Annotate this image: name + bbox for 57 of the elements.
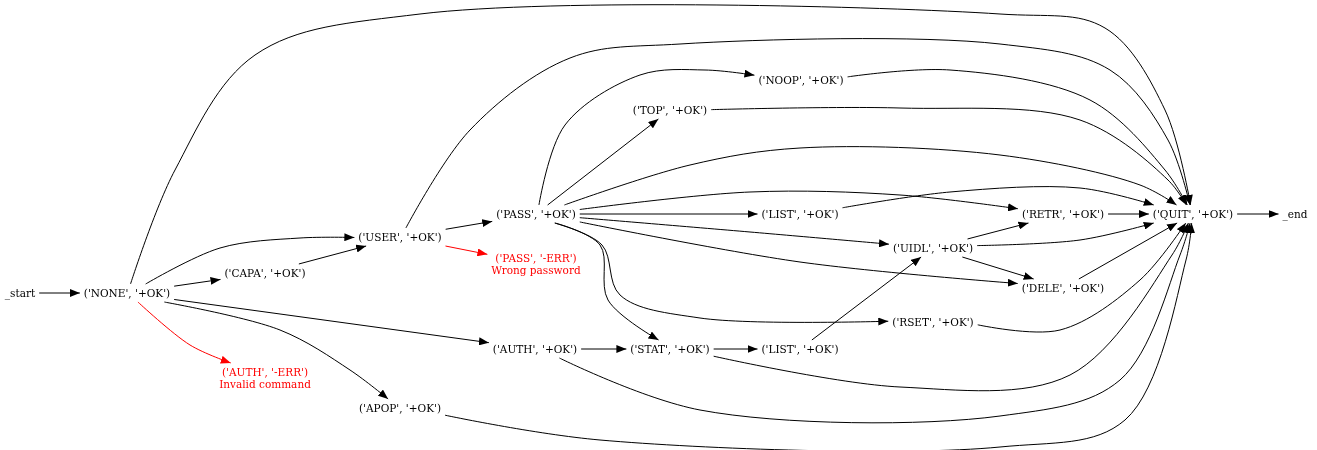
arrow <box>563 146 1177 206</box>
state-label: ('PASS', '+OK') <box>496 207 576 221</box>
arrow <box>547 118 659 206</box>
arrow <box>961 256 1035 280</box>
arrow <box>444 222 1195 450</box>
arrow <box>1107 210 1150 218</box>
arrow <box>173 298 490 346</box>
arrow <box>713 345 758 353</box>
arrow <box>1236 210 1279 218</box>
state-label: ('UIDL', '+OK') <box>892 241 974 255</box>
arrow <box>580 345 627 353</box>
state-label: ('LIST', '+OK') <box>761 207 839 221</box>
state-label: _start <box>4 286 36 300</box>
arrow <box>145 233 355 285</box>
arrow <box>538 69 755 206</box>
state-label: ('CAPA', '+OK') <box>224 266 306 280</box>
error-message: Invalid command <box>219 378 311 391</box>
arrow <box>163 301 389 400</box>
arrow <box>1078 222 1178 280</box>
arrow <box>558 222 1192 424</box>
state-label: ('NOOP', '+OK') <box>758 73 844 87</box>
state-label: ('NONE', '+OK') <box>83 286 171 300</box>
arrow <box>445 245 488 257</box>
arrow <box>579 190 1019 212</box>
arrow <box>130 4 1193 285</box>
arrow <box>554 222 889 326</box>
arrow <box>976 221 1155 247</box>
state-label: _end <box>1282 207 1308 221</box>
arrow <box>842 186 1155 209</box>
arrow <box>710 107 1187 206</box>
arrow <box>579 210 758 218</box>
arrow <box>579 221 1019 287</box>
state-label: ('USER', '+OK') <box>358 230 442 244</box>
state-label: ('AUTH', '+OK') <box>492 342 578 356</box>
state-label: ('QUIT', '+OK') <box>1152 207 1234 221</box>
error-message: Wrong password <box>491 264 581 277</box>
state-label: ('RSET', '+OK') <box>892 315 974 329</box>
arrow <box>445 219 493 230</box>
arrow <box>967 221 1029 240</box>
arrow <box>579 217 890 248</box>
state-label: ('APOP', '+OK') <box>359 401 441 415</box>
arrow <box>298 244 367 265</box>
arrow <box>173 276 221 287</box>
state-label: ('LIST', '+OK') <box>761 342 839 356</box>
state-label: ('TOP', '+OK') <box>632 103 708 117</box>
arrow <box>137 301 232 364</box>
arrow <box>713 222 1189 392</box>
state-label: ('PASS', '-ERR') <box>494 251 578 264</box>
arrow <box>405 38 1192 229</box>
arrow <box>811 256 922 341</box>
state-label: ('RETR', '+OK') <box>1021 207 1105 221</box>
arrow <box>977 222 1187 333</box>
state-label: ('AUTH', '-ERR') <box>221 365 309 378</box>
state-label: ('DELE', '+OK') <box>1021 281 1105 295</box>
arrow <box>38 289 81 297</box>
state-label: ('STAT', '+OK') <box>630 342 710 356</box>
arrow <box>847 69 1188 206</box>
